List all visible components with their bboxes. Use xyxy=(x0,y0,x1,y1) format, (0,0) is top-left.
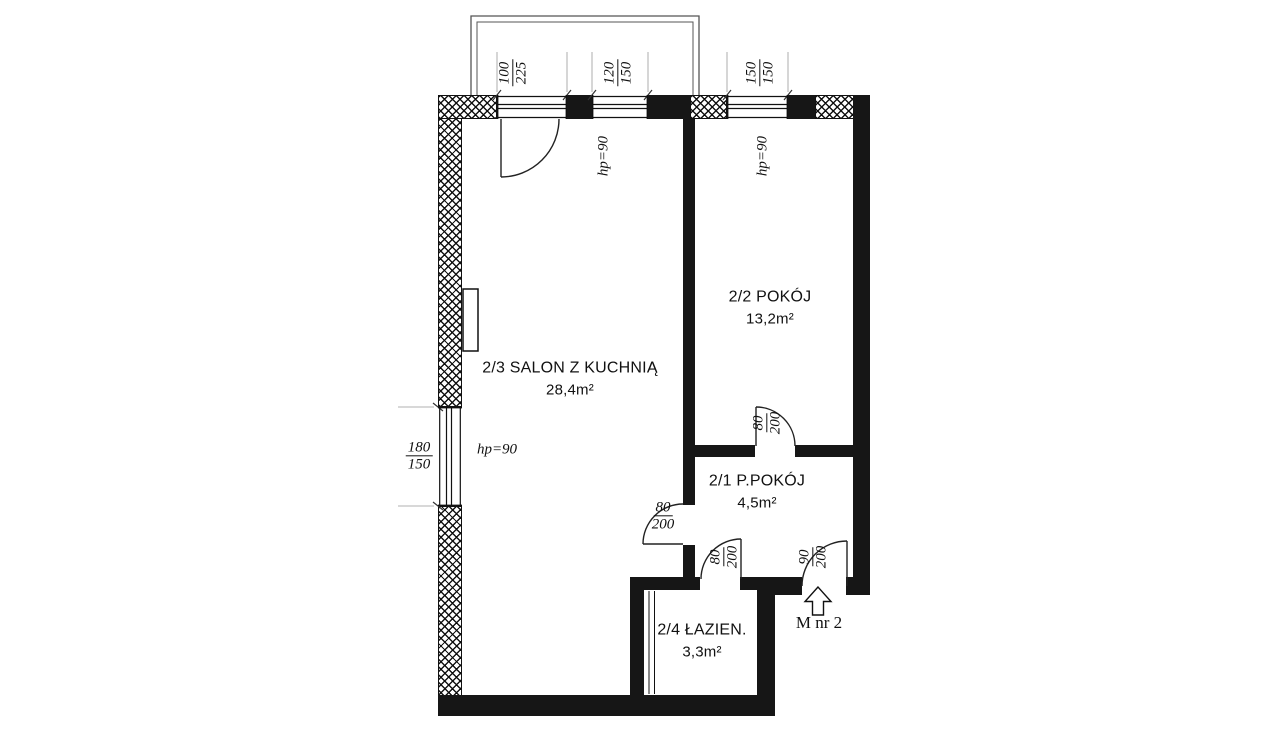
dim-window-right: 150 150 xyxy=(743,59,777,87)
dim-door-pokoj: 80 200 xyxy=(750,410,784,437)
dim-door-entrance: 90 200 xyxy=(796,544,830,571)
dim-denominator: 150 xyxy=(760,61,777,85)
apartment-entrance-label: M nr 2 xyxy=(795,613,843,632)
wall-entrance-left xyxy=(775,577,802,595)
room-label-pokoj: 2/2 POKÓJ 13,2m² xyxy=(729,289,812,328)
room-area-salon: 28,4m² xyxy=(546,381,594,399)
room-name-pokoj: 2/2 POKÓJ xyxy=(728,288,812,306)
dim-denominator: 150 xyxy=(407,456,431,473)
wall-top-corner-left xyxy=(438,95,497,119)
dim-numerator: 80 xyxy=(707,547,725,567)
wall-bathroom-top-left xyxy=(644,577,700,590)
room-area-lazienka: 3,3m² xyxy=(682,643,722,661)
dim-door-salon: 80 200 xyxy=(650,499,677,532)
bathroom-duct-lines xyxy=(648,591,655,694)
wall-top-pier-3 xyxy=(788,95,815,119)
wall-salon-pokoj xyxy=(683,119,695,457)
dim-door-bathroom: 80 200 xyxy=(707,544,741,571)
dim-denominator: 200 xyxy=(813,545,830,569)
dim-denominator: 200 xyxy=(651,516,675,533)
window-top-right xyxy=(727,95,788,119)
wall-salon-hall-lower xyxy=(683,545,695,577)
window-top-middle xyxy=(592,95,648,119)
dim-denominator: 225 xyxy=(513,61,530,85)
wall-exterior-left-upper xyxy=(438,95,462,407)
wall-pokoj-hall-right xyxy=(795,445,853,457)
wall-exterior-left-lower xyxy=(438,506,462,716)
dim-numerator: 150 xyxy=(743,59,761,87)
dim-numerator: 180 xyxy=(405,439,433,457)
wall-bathroom-left xyxy=(630,577,644,716)
wall-salon-hall-upper xyxy=(683,457,695,505)
wall-pokoj-hall-left xyxy=(695,445,755,457)
room-label-salon: 2/3 SALON Z KUCHNIĄ 28,4m² xyxy=(482,360,657,399)
dim-denominator: 200 xyxy=(767,411,784,435)
door-balcony-swing xyxy=(500,118,560,178)
wall-exterior-bottom xyxy=(438,695,775,716)
window-balcony-door xyxy=(497,95,567,119)
dim-numerator: 80 xyxy=(750,413,768,433)
dim-numerator: 120 xyxy=(601,59,619,87)
dim-window-mid: 120 150 xyxy=(601,59,635,87)
dim-balcony-door: 100 225 xyxy=(496,59,530,87)
room-label-ppokoj: 2/1 P.POKÓJ 4,5m² xyxy=(709,473,805,512)
room-name-ppokoj: 2/1 P.POKÓJ xyxy=(708,472,806,490)
room-name-lazienka: 2/4 ŁAZIEN. xyxy=(657,621,747,639)
dim-numerator: 100 xyxy=(496,59,514,87)
wall-top-pier-2 xyxy=(648,95,690,119)
wall-bathroom-top-right xyxy=(740,577,757,590)
wall-entrance-right xyxy=(846,577,870,595)
room-area-pokoj: 13,2m² xyxy=(746,310,794,328)
room-name-salon: 2/3 SALON Z KUCHNIĄ xyxy=(482,359,658,377)
radiator-symbol xyxy=(462,288,479,352)
window-left-wall xyxy=(438,407,462,506)
room-area-ppokoj: 4,5m² xyxy=(737,494,777,512)
entrance-arrow-icon xyxy=(803,585,833,616)
wall-top-pier-2-hatched xyxy=(690,95,727,119)
wall-top-pier-1 xyxy=(567,95,592,119)
room-label-lazienka: 2/4 ŁAZIEN. 3,3m² xyxy=(657,622,746,661)
dim-denominator: 200 xyxy=(724,545,741,569)
parapet-height-right-window: hp=90 xyxy=(754,135,771,177)
parapet-height-mid-window: hp=90 xyxy=(595,135,612,177)
wall-exterior-right xyxy=(853,95,870,595)
parapet-height-left-window: hp=90 xyxy=(476,441,518,458)
dim-numerator: 90 xyxy=(796,547,814,567)
dim-numerator: 80 xyxy=(653,499,673,517)
dim-denominator: 150 xyxy=(618,61,635,85)
wall-top-corner-right-hatched xyxy=(815,95,855,119)
dim-window-left: 180 150 xyxy=(405,439,433,473)
wall-bathroom-right xyxy=(757,577,775,716)
